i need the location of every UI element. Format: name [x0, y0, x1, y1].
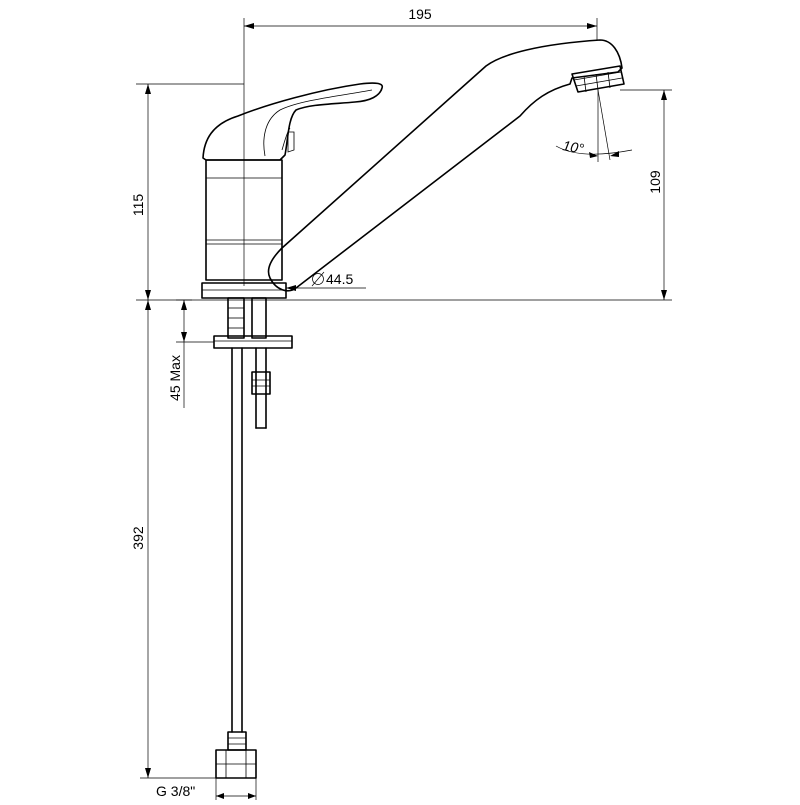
dim-mount-thickness: 45 Max: [167, 299, 214, 408]
svg-text:392: 392: [130, 526, 146, 550]
mounting-hardware: [213, 297, 293, 429]
dim-connection-thread: G 3/8": [156, 778, 257, 800]
svg-text:109: 109: [647, 170, 663, 194]
spout: [267, 39, 625, 292]
dim-spout-angle: 10°: [555, 89, 633, 162]
diameter-symbol-icon: [311, 271, 325, 287]
bolt-nut: [251, 371, 271, 395]
dim-spout-height: 109: [620, 89, 672, 300]
dim-base-diameter: 44.5: [286, 271, 366, 291]
dim-body-height: 115: [130, 83, 244, 300]
svg-text:44.5: 44.5: [326, 271, 353, 287]
flexible-hose: [215, 347, 257, 779]
dim-spout-reach: 195: [244, 6, 598, 40]
svg-text:10°: 10°: [561, 137, 585, 157]
svg-text:195: 195: [408, 6, 432, 22]
svg-text:G 3/8": G 3/8": [156, 783, 195, 799]
svg-text:45 Max: 45 Max: [167, 355, 183, 401]
dim-hose-length: 392: [130, 300, 216, 779]
lever-handle: [202, 82, 384, 161]
svg-text:115: 115: [130, 194, 146, 217]
